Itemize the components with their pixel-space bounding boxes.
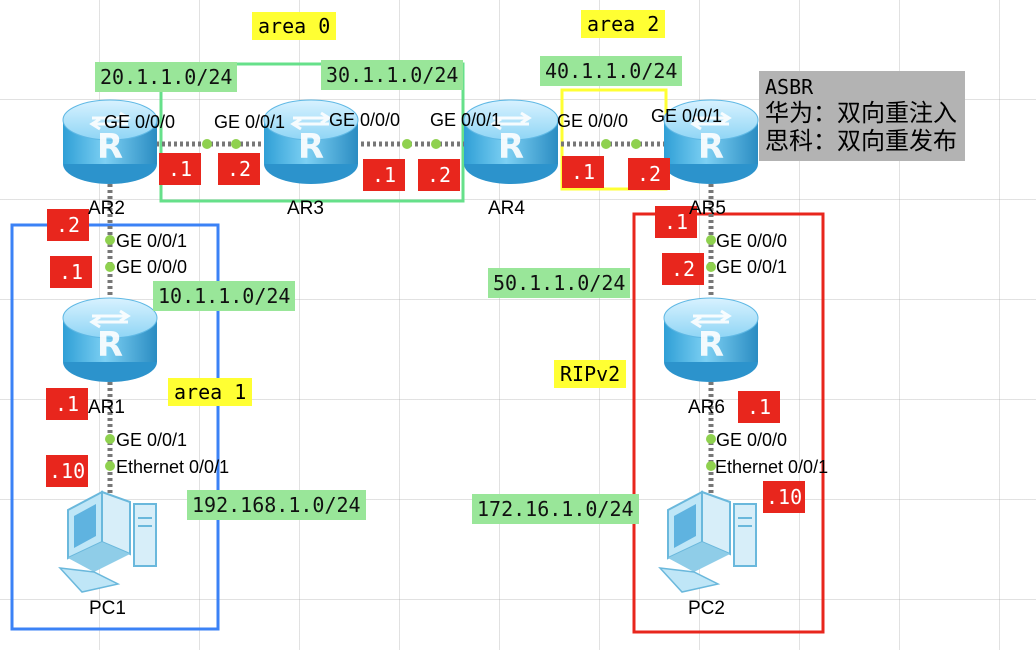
router-ar1-icon[interactable] — [61, 296, 159, 384]
port-ar2-ge001: GE 0/0/1 — [116, 231, 188, 251]
port-dot — [105, 434, 115, 444]
ip-ar3-ge000: .1 — [363, 159, 405, 191]
ip-ar1-ge001: .1 — [46, 388, 88, 420]
ip-ar4-ge001: .2 — [418, 159, 460, 191]
port-dot — [631, 139, 641, 149]
port-ar5-ge001: GE 0/0/1 — [651, 106, 723, 126]
pc2-icon[interactable] — [659, 491, 757, 593]
asbr-cisco-line: 思科：双向重发布 — [765, 127, 957, 155]
ip-pc1: .10 — [46, 455, 89, 487]
port-dot — [105, 235, 115, 245]
port-ar4-ge000: GE 0/0/0 — [557, 111, 629, 131]
network-20-label: 20.1.1.0/24 — [95, 62, 238, 92]
port-pc2-eth001: Ethernet 0/0/1 — [715, 457, 829, 477]
area2-label: area 2 — [581, 10, 666, 38]
area1-boundary — [10, 223, 220, 631]
port-ar2-ge000: GE 0/0/0 — [104, 112, 176, 132]
port-ar3-ge000: GE 0/0/0 — [329, 110, 401, 130]
port-ar6-ge000: GE 0/0/0 — [716, 430, 788, 450]
port-dot — [105, 262, 115, 272]
port-dot — [706, 235, 716, 245]
rip-boundary — [632, 212, 825, 634]
device-pc2-label: PC2 — [688, 598, 725, 619]
device-ar2-label: AR2 — [88, 198, 125, 219]
asbr-title: ASBR — [765, 75, 814, 99]
ip-ar5-ge000: .1 — [655, 206, 697, 238]
port-dot — [601, 139, 611, 149]
device-ar4-label: AR4 — [488, 198, 525, 219]
ip-ar6-ge000: .1 — [738, 391, 780, 423]
ip-ar2-ge000: .1 — [159, 153, 201, 185]
ip-ar6-ge001: .2 — [662, 253, 704, 285]
port-ar5-ge000: GE 0/0/0 — [716, 231, 788, 251]
port-pc1-eth001: Ethernet 0/0/1 — [116, 457, 230, 477]
port-ar1-ge001: GE 0/0/1 — [116, 430, 188, 450]
asbr-note: ASBR 华为：双向重注入 思科：双向重发布 — [759, 71, 965, 161]
network-30-label: 30.1.1.0/24 — [321, 60, 464, 90]
network-40-label: 40.1.1.0/24 — [540, 56, 683, 86]
network-50-label: 50.1.1.0/24 — [488, 268, 631, 298]
ip-ar4-ge000: .1 — [562, 156, 604, 188]
area0-boundary — [159, 62, 465, 203]
ip-pc2: .10 — [763, 481, 806, 513]
network-172-label: 172.16.1.0/24 — [472, 494, 639, 524]
device-pc1-label: PC1 — [89, 598, 126, 619]
area0-label: area 0 — [252, 12, 337, 40]
network-192-label: 192.168.1.0/24 — [187, 490, 366, 520]
port-dot — [706, 461, 716, 471]
port-dot — [706, 434, 716, 444]
ip-ar3-ge001: .2 — [218, 153, 260, 185]
port-dot — [231, 139, 241, 149]
device-ar5-label: AR5 — [689, 198, 726, 219]
network-10-label: 10.1.1.0/24 — [153, 281, 296, 311]
port-dot — [202, 139, 212, 149]
router-ar6-icon[interactable] — [662, 296, 760, 384]
ip-ar1-ge000: .1 — [50, 256, 92, 288]
device-ar6-label: AR6 — [688, 397, 725, 418]
port-dot — [431, 139, 441, 149]
port-ar3-ge001: GE 0/0/1 — [214, 112, 286, 132]
area1-label: area 1 — [168, 378, 253, 406]
ip-ar5-ge001: .2 — [628, 158, 670, 190]
port-dot — [706, 262, 716, 272]
device-ar3-label: AR3 — [287, 198, 324, 219]
pc1-icon[interactable] — [59, 491, 157, 593]
asbr-huawei-line: 华为：双向重注入 — [765, 99, 957, 127]
port-ar1-ge000: GE 0/0/0 — [116, 257, 188, 277]
device-ar1-label: AR1 — [88, 397, 125, 418]
ip-ar2-ge001: .2 — [47, 209, 89, 241]
port-dot — [402, 139, 412, 149]
port-ar6-ge001: GE 0/0/1 — [716, 257, 788, 277]
rip-label: RIPv2 — [554, 360, 627, 388]
port-ar4-ge001: GE 0/0/1 — [430, 110, 502, 130]
port-dot — [105, 461, 115, 471]
